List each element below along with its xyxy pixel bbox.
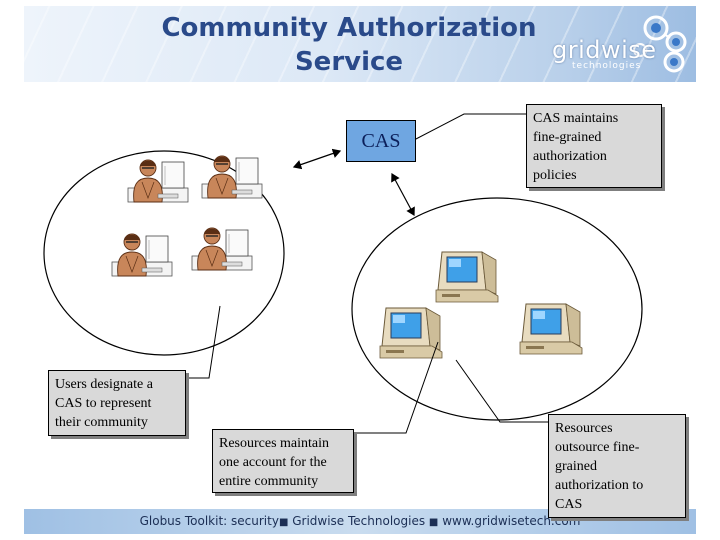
logo-subtitle: technologies [572,61,642,71]
computer-icon [435,251,499,303]
footer-company: Gridwise Technologies [292,514,426,528]
slide: Community Authorization Service gridwise… [24,6,696,534]
header-pattern [24,6,696,82]
callout-line: one account for the [219,455,327,470]
gridwise-logo-icon [633,15,687,73]
resources-ellipse [351,197,643,421]
title-line-2: Service [294,47,404,77]
callout-line: authorization to [555,478,644,493]
callout-line: Users designate a [55,377,153,392]
callout-line: their community [55,415,148,430]
connector-users-callout [186,305,221,379]
callout-users: Users designate a CAS to represent their… [48,370,186,436]
callout-line: Resources maintain [219,436,330,451]
arrow-users-cas [292,148,342,170]
callout-line: policies [533,168,577,183]
footer-separator: ■ [428,517,439,528]
logo-wordmark: gridwise [552,36,657,64]
user-icon [191,227,253,271]
callout-line: CAS [555,497,583,512]
computer-icon [519,303,583,355]
footer-bar: Globus Toolkit: security■ Gridwise Techn… [24,509,696,534]
title-line-1: Community Authorization [161,13,537,43]
footer-text: Globus Toolkit: security■ Gridwise Techn… [24,514,696,528]
callout-resources-outsource: Resources outsource fine- grained author… [548,414,686,518]
header-banner: Community Authorization Service gridwise… [24,6,696,82]
callout-line: authorization [533,149,607,164]
footer-url: www.gridwisetech.com [442,514,581,528]
user-icon [201,155,263,199]
connector-cas-callout [413,113,526,141]
arrow-cas-resources [391,172,415,217]
callout-line: Resources [555,421,613,436]
callout-line: entire community [219,474,319,489]
users-ellipse [43,150,285,356]
callout-resources-account: Resources maintain one account for the e… [212,429,354,493]
footer-separator: ■ [278,517,289,528]
user-icon [111,233,173,277]
connector-outsource-callout [455,359,548,423]
computer-icon [379,307,443,359]
cas-diagram [43,113,643,434]
callout-line: grained [555,459,597,474]
callout-line: outsource fine- [555,440,640,455]
callout-line: fine-grained [533,130,602,145]
slide-title: Community Authorization Service [154,11,544,79]
callout-line: CAS to represent [55,396,152,411]
callout-cas-policies: CAS maintains fine-grained authorization… [526,104,662,188]
user-icon [127,159,189,203]
connector-account-callout [356,341,439,434]
callout-line: CAS maintains [533,111,619,126]
footer-topic: Globus Toolkit: security [139,514,279,528]
cas-box: CAS [346,120,416,162]
